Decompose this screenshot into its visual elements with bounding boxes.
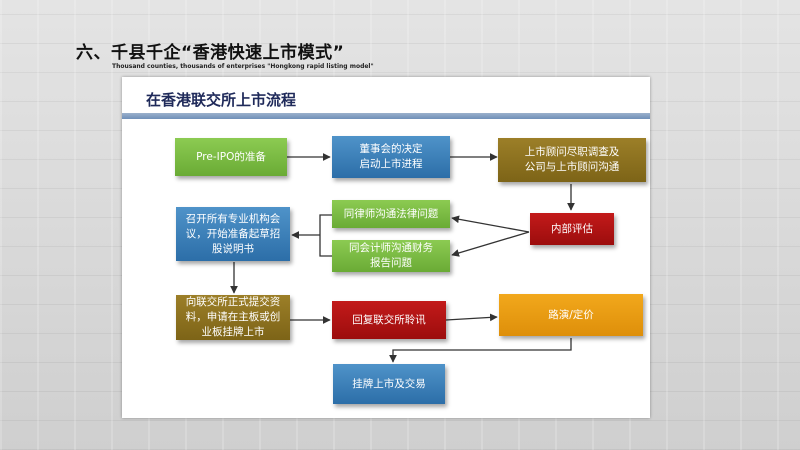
node-submit-label: 向联交所正式提交资 料，申请在主板或创 业板挂牌上市 — [185, 296, 281, 338]
node-accountant-label: 同会计师沟通财务 报告问题 — [349, 242, 433, 269]
arrow-hearing-roadshow — [445, 313, 498, 322]
node-hearing: 回复联交所聆讯 — [332, 301, 446, 339]
node-convene-label: 召开所有专业机构会 议，开始准备起草招 股说明书 — [185, 212, 281, 255]
slide-subtitle: Thousand counties, thousands of enterpri… — [112, 63, 374, 70]
arrow-roadshow-listing — [389, 338, 572, 363]
node-lawyer-label: 同律师沟通法律问题 — [343, 207, 439, 220]
slide-title: 六、千县千企“香港快速上市模式” — [76, 43, 345, 63]
node-roadshow-pricing: 路演/定价 — [499, 294, 643, 336]
node-internal-review-label: 内部评估 — [551, 222, 593, 235]
node-roadshow-label: 路演/定价 — [548, 308, 594, 321]
arrow-review-lawyer — [451, 215, 530, 233]
node-lawyer: 同律师沟通法律问题 — [332, 200, 450, 228]
node-accountant: 同会计师沟通财务 报告问题 — [332, 240, 450, 272]
node-internal-review: 内部评估 — [530, 213, 614, 245]
flowchart-title-rule — [122, 113, 650, 119]
node-pre-ipo: Pre-IPO的准备 — [175, 138, 287, 176]
arrow-review-accountant — [451, 231, 530, 257]
node-hearing-label: 回复联交所聆讯 — [352, 313, 426, 326]
node-sponsor-label: 上市顾问尽职调查及 公司与上市顾问沟通 — [524, 146, 620, 173]
flowchart-title: 在香港联交所上市流程 — [146, 91, 297, 109]
node-listing-label: 挂牌上市及交易 — [352, 377, 426, 390]
node-board-decision-label: 董事会的决定 启动上市进程 — [359, 143, 423, 170]
node-sponsor-due-diligence: 上市顾问尽职调查及 公司与上市顾问沟通 — [498, 138, 646, 182]
node-pre-ipo-label: Pre-IPO的准备 — [196, 150, 266, 163]
node-convene-meeting: 召开所有专业机构会 议，开始准备起草招 股说明书 — [176, 207, 290, 261]
node-board-decision: 董事会的决定 启动上市进程 — [332, 136, 450, 178]
node-listing-trading: 挂牌上市及交易 — [333, 364, 445, 404]
node-submit-application: 向联交所正式提交资 料，申请在主板或创 业板挂牌上市 — [176, 295, 290, 340]
bracket-lawyer-accountant — [319, 214, 332, 257]
